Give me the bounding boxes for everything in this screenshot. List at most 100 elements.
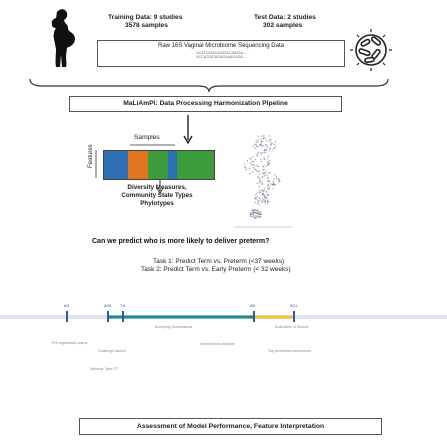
scatter-point — [261, 161, 263, 163]
scatter-point — [251, 210, 253, 212]
scatter-point — [246, 160, 249, 162]
scatter-point — [261, 145, 263, 147]
scatter-point — [258, 211, 260, 213]
scatter-point — [252, 166, 255, 168]
scatter-point — [266, 144, 268, 146]
milestone-marker — [293, 311, 295, 322]
scatter-point — [249, 162, 251, 164]
scatter-point — [258, 178, 261, 181]
scatter-point — [250, 163, 252, 165]
scatter-point — [259, 214, 262, 216]
scatter-point — [256, 202, 259, 204]
output-phylotypes: Phylotypes — [140, 200, 174, 207]
scatter-point — [253, 215, 256, 217]
scatter-point — [252, 216, 255, 218]
scatter-point — [245, 167, 247, 169]
date-label: 9/21 — [290, 304, 297, 308]
scatter-point — [264, 195, 266, 198]
test-data-title: Test Data: 2 studies — [254, 14, 316, 21]
scatter-point — [262, 175, 264, 178]
scatter-point — [257, 170, 259, 173]
scatter-point — [256, 165, 258, 167]
date-label: 6/28 — [104, 304, 111, 308]
scatter-point — [263, 190, 265, 193]
scatter-point — [265, 191, 268, 193]
sequence-line-2: ACCATGATAGAGAAACAGA... — [196, 55, 246, 60]
scatter-point — [269, 138, 271, 141]
scatter-point — [266, 146, 268, 148]
scatter-point — [255, 154, 257, 156]
scatter-point — [254, 158, 257, 161]
scatter-point — [250, 158, 252, 160]
challenge-timeline: 6/3 6/28 7/5 8/5 9/21 Accepting Submissi… — [0, 304, 447, 371]
scatter-point — [270, 139, 272, 141]
scatter-point — [273, 182, 275, 184]
scatter-point — [255, 140, 257, 143]
scatter-point — [263, 175, 266, 177]
scatter-point — [258, 216, 260, 218]
scatter-point — [268, 135, 271, 137]
scatter-point — [263, 150, 265, 152]
scatter-point — [257, 151, 259, 154]
scatter-point — [264, 194, 266, 196]
scatter-point — [259, 216, 262, 218]
matrix-block — [104, 151, 128, 179]
scatter-point — [267, 188, 270, 191]
scatter-point — [254, 197, 256, 199]
matrix-outputs: Diversity Measures, Community State Type… — [105, 184, 209, 208]
scatter-point — [274, 184, 276, 186]
scatter-point — [251, 164, 254, 166]
scatter-point — [245, 168, 248, 171]
preregistration-label: Pre-registration opens — [52, 341, 88, 345]
matrix-block — [177, 151, 214, 179]
matrix-block — [168, 151, 177, 179]
scatter-point — [267, 172, 270, 175]
scatter-point — [261, 192, 264, 194]
raw-data-title: Raw 16S Vaginal Microbiome Sequencing Da… — [158, 43, 284, 49]
scatter-point — [244, 166, 246, 168]
scatter-point — [265, 165, 267, 167]
scatter-point — [258, 185, 260, 188]
scatter-point — [256, 182, 258, 184]
scatter-point — [278, 178, 280, 180]
scatter-point — [269, 172, 271, 174]
scatter-point — [262, 194, 264, 196]
output-cst: Community State Types — [121, 192, 193, 199]
scatter-point — [257, 135, 259, 137]
scatter-point — [261, 200, 263, 202]
scatter-point — [273, 147, 275, 150]
scatter-point — [263, 135, 265, 137]
embedding-scatter-plot — [234, 135, 292, 228]
scatter-point — [252, 156, 254, 158]
scatter-point — [250, 215, 252, 217]
scatter-point — [266, 202, 269, 205]
scatter-point — [259, 144, 261, 146]
scatter-point — [261, 135, 263, 137]
scatter-point — [263, 187, 266, 189]
research-question: Can we predict who is more likely to del… — [92, 238, 270, 245]
scatter-point — [252, 210, 255, 212]
scatter-point — [267, 164, 269, 167]
scatter-point — [268, 140, 270, 142]
raw-data-box: Raw 16S Vaginal Microbiome Sequencing Da… — [97, 40, 345, 67]
scatter-point — [255, 217, 257, 219]
scatter-point — [259, 180, 261, 182]
scatter-point — [260, 138, 262, 140]
scatter-point — [263, 157, 265, 159]
scatter-point — [258, 191, 260, 193]
milestone-marker — [253, 311, 255, 322]
scatter-point — [270, 143, 272, 145]
scatter-point — [260, 143, 262, 145]
scatter-point — [258, 204, 260, 206]
scatter-point — [257, 146, 260, 148]
scatter-point — [261, 171, 264, 174]
scatter-point — [261, 197, 264, 199]
down-arrow-icon — [183, 115, 193, 145]
scatter-point — [262, 169, 265, 171]
scatter-point — [267, 180, 269, 182]
samples-label: Samples — [134, 134, 160, 141]
scatter-point — [272, 184, 274, 186]
scatter-point — [267, 163, 269, 165]
scatter-point — [256, 176, 259, 178]
scatter-point — [256, 195, 259, 198]
